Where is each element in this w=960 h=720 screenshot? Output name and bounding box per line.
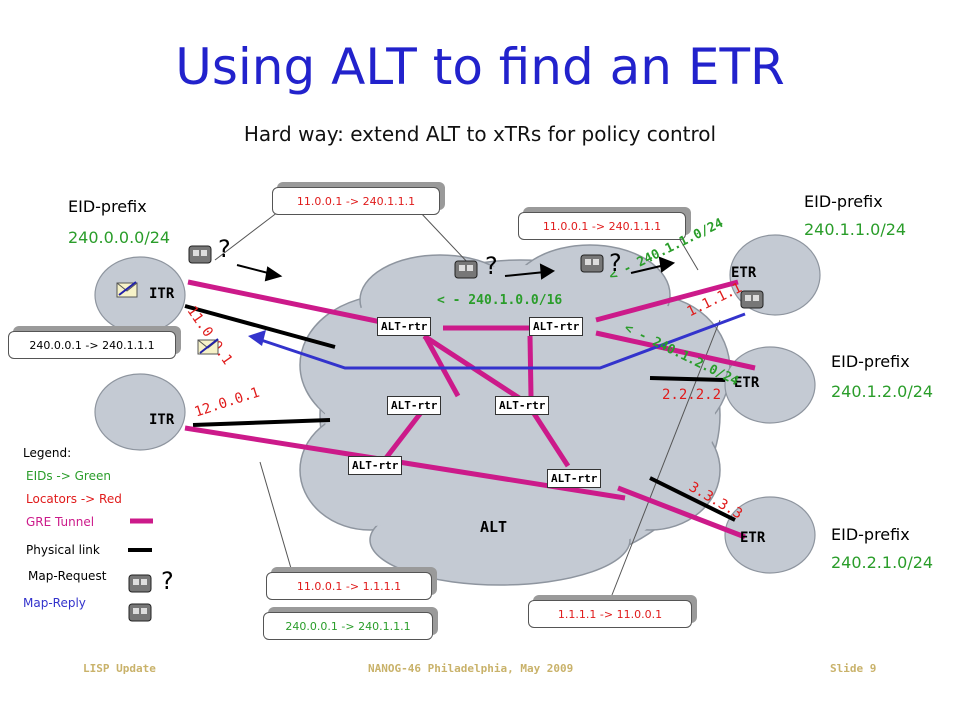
map-request-arrows (236, 256, 676, 282)
legend-title: Legend: (23, 446, 72, 460)
etr-label-1: ETR (731, 265, 757, 281)
eid-prefix-right-top: 240.1.1.0/24 (804, 220, 907, 239)
legend-map-reply-icon (128, 603, 152, 622)
legend-locators: Locators -> Red (26, 492, 122, 506)
legend-map-request: Map-Request (28, 569, 107, 583)
footer-right: Slide 9 (830, 662, 877, 675)
legend-eids: EIDs -> Green (26, 469, 111, 483)
question-mark-1: ? (218, 235, 231, 263)
alt-cloud-label: ALT (480, 518, 508, 536)
footer-center: NANOG-46 Philadelphia, May 2009 (368, 662, 574, 675)
itr-label-2: ITR (149, 412, 175, 428)
legend-map-request-icon (128, 574, 152, 593)
site-cloud-itr2 (94, 373, 186, 451)
callout-bottom-center-2: 240.0.0.1 -> 240.1.1.1 (263, 607, 438, 640)
page-title: Using ALT to find an ETR (175, 38, 785, 96)
eid-heading-right-bottom: EID-prefix (831, 525, 910, 544)
alt-router-1: ALT-rtr (377, 317, 432, 336)
footer-left: LISP Update (83, 662, 156, 675)
callout-bottom-center-1: 11.0.0.1 -> 1.1.1.1 (266, 567, 437, 600)
question-mark-2: ? (485, 252, 498, 280)
alt-router-6: ALT-rtr (547, 469, 602, 488)
legend-physical: Physical link (26, 543, 100, 557)
map-request-icon (580, 254, 604, 273)
callout-left: 240.0.0.1 -> 240.1.1.1 (8, 326, 181, 359)
eid-heading-right-top: EID-prefix (804, 192, 883, 211)
alt-router-4: ALT-rtr (495, 396, 550, 415)
alt-router-3: ALT-rtr (387, 396, 442, 415)
eid-heading-right-mid: EID-prefix (831, 352, 910, 371)
locator-etr2: 2.2.2.2 (662, 387, 722, 403)
question-mark-3: ? (609, 249, 622, 277)
question-mark-legend: ? (161, 567, 174, 595)
map-reply-icon (740, 290, 764, 309)
alt-router-2: ALT-rtr (529, 317, 584, 336)
legend-gre: GRE Tunnel (26, 515, 95, 529)
map-reply-path (254, 312, 746, 370)
route-label-center: < - 240.1.0.0/16 (437, 293, 563, 308)
legend-map-reply: Map-Reply (23, 596, 86, 610)
itr-label-1: ITR (149, 286, 175, 302)
map-request-icon (188, 245, 212, 264)
etr-label-3: ETR (740, 530, 766, 546)
eid-prefix-right-mid: 240.1.2.0/24 (831, 382, 934, 401)
callout-pointers (214, 211, 721, 601)
envelope-icon (116, 281, 138, 298)
map-request-icon (454, 260, 478, 279)
callout-bottom-right: 1.1.1.1 -> 11.0.0.1 (528, 595, 697, 628)
callout-top-center: 11.0.0.1 -> 240.1.1.1 (272, 182, 445, 215)
alt-router-5: ALT-rtr (348, 456, 403, 475)
eid-heading-left: EID-prefix (68, 197, 147, 216)
physical-links (184, 304, 736, 522)
envelope-icon (197, 338, 219, 355)
etr-label-2: ETR (734, 375, 760, 391)
callout-top-right: 11.0.0.1 -> 240.1.1.1 (518, 207, 691, 240)
site-cloud-etr3 (724, 496, 816, 574)
subtitle: Hard way: extend ALT to xTRs for policy … (243, 122, 717, 146)
eid-prefix-right-bottom: 240.2.1.0/24 (831, 553, 934, 572)
eid-prefix-left: 240.0.0.0/24 (68, 228, 171, 247)
